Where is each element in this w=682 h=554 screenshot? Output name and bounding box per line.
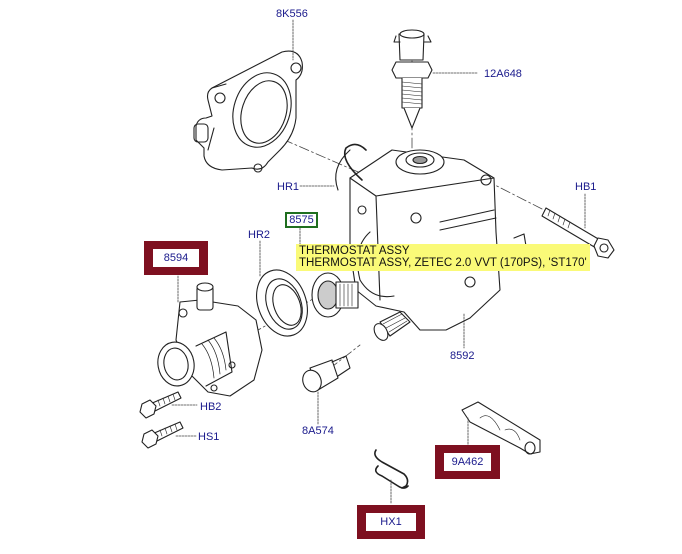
label-8592[interactable]: 8592 — [450, 350, 475, 362]
label-9A462: 9A462 — [444, 453, 491, 471]
part-12A648-sensor[interactable] — [391, 29, 433, 129]
label-HR1[interactable]: HR1 — [277, 181, 300, 193]
part-HB2-bolt[interactable] — [139, 391, 182, 419]
part-8K556-flange[interactable] — [193, 50, 303, 173]
part-HS1-bolt[interactable] — [141, 421, 184, 449]
tooltip-title: THERMOSTAT ASSY — [299, 245, 410, 257]
label-HB1[interactable]: HB1 — [575, 181, 597, 193]
label-8K556[interactable]: 8K556 — [276, 8, 308, 20]
label-8575-selected[interactable]: 8575 — [285, 212, 318, 228]
part-HX1-clip[interactable] — [374, 449, 409, 489]
part-8575-thermostat[interactable] — [311, 272, 359, 318]
part-8A574-sensor[interactable] — [300, 355, 351, 394]
part-HB1-bolt[interactable] — [541, 207, 615, 259]
callout-HX1[interactable]: HX1 — [357, 505, 425, 539]
label-HX1: HX1 — [366, 513, 416, 531]
tooltip-description: THERMOSTAT ASSY, ZETEC 2.0 VVT (170PS), … — [299, 257, 587, 269]
label-HS1[interactable]: HS1 — [198, 431, 220, 443]
label-8594: 8594 — [153, 249, 199, 267]
callout-8594[interactable]: 8594 — [144, 241, 208, 275]
label-HR2[interactable]: HR2 — [248, 229, 271, 241]
label-8A574[interactable]: 8A574 — [302, 425, 334, 437]
part-HR2-seal[interactable] — [248, 263, 316, 343]
label-HB2[interactable]: HB2 — [200, 401, 222, 413]
part-8594-outlet[interactable] — [154, 282, 263, 397]
part-tooltip: THERMOSTAT ASSY THERMOSTAT ASSY, ZETEC 2… — [296, 244, 590, 271]
part-9A462-bracket[interactable] — [461, 401, 541, 455]
callout-9A462[interactable]: 9A462 — [435, 445, 500, 479]
label-12A648[interactable]: 12A648 — [484, 68, 522, 80]
part-8592-housing[interactable] — [335, 143, 527, 342]
